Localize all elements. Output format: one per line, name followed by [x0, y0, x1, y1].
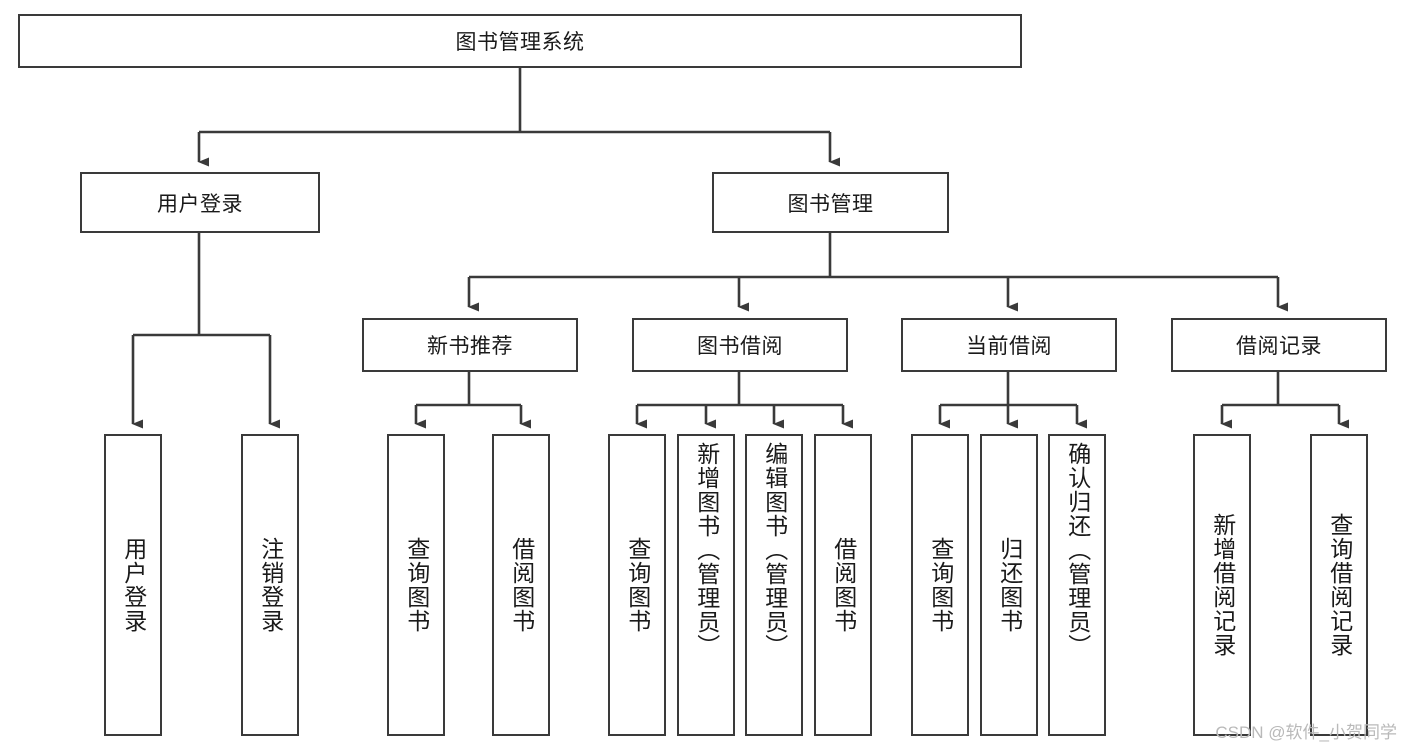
leaf-borrow-book-1[interactable]: 借阅图书: [492, 434, 550, 736]
node-book-management-label: 图书管理: [787, 192, 874, 216]
leaf-edit-book-label: 编辑图书（管理员）: [761, 442, 788, 658]
leaf-query-book-3[interactable]: 查询图书: [911, 434, 969, 736]
leaf-query-record[interactable]: 查询借阅记录: [1310, 434, 1368, 736]
node-current-borrow[interactable]: 当前借阅: [901, 318, 1117, 372]
leaf-add-record-label: 新增借阅记录: [1209, 513, 1236, 657]
leaf-user-logout[interactable]: 注销登录: [241, 434, 299, 736]
leaf-add-book[interactable]: 新增图书（管理员）: [677, 434, 735, 736]
leaf-query-book-2[interactable]: 查询图书: [608, 434, 666, 736]
leaf-user-login[interactable]: 用户登录: [104, 434, 162, 736]
node-book-borrow-label: 图书借阅: [697, 335, 783, 358]
leaf-query-record-label: 查询借阅记录: [1326, 513, 1353, 657]
leaf-return-book[interactable]: 归还图书: [980, 434, 1038, 736]
node-new-book-recommend-label: 新书推荐: [427, 335, 513, 358]
node-current-borrow-label: 当前借阅: [966, 335, 1052, 358]
leaf-user-logout-label: 注销登录: [257, 537, 284, 633]
node-borrow-record[interactable]: 借阅记录: [1171, 318, 1387, 372]
node-new-book-recommend[interactable]: 新书推荐: [362, 318, 578, 372]
watermark: CSDN @软件_小贺同学: [1215, 723, 1397, 742]
node-user-login[interactable]: 用户登录: [80, 172, 320, 233]
node-root-label: 图书管理系统: [455, 31, 585, 54]
node-book-borrow[interactable]: 图书借阅: [632, 318, 848, 372]
leaf-add-book-label: 新增图书（管理员）: [693, 442, 720, 658]
node-book-management[interactable]: 图书管理: [712, 172, 949, 233]
leaf-borrow-book-2-label: 借阅图书: [830, 537, 857, 633]
leaf-add-record[interactable]: 新增借阅记录: [1193, 434, 1251, 736]
leaf-query-book-3-label: 查询图书: [927, 537, 954, 633]
node-user-login-label: 用户登录: [157, 192, 243, 216]
leaf-query-book-1-label: 查询图书: [403, 537, 430, 633]
node-root[interactable]: 图书管理系统: [18, 14, 1022, 68]
leaf-confirm-return[interactable]: 确认归还（管理员）: [1048, 434, 1106, 736]
leaf-user-login-label: 用户登录: [120, 537, 147, 633]
leaf-borrow-book-2[interactable]: 借阅图书: [814, 434, 872, 736]
leaf-edit-book[interactable]: 编辑图书（管理员）: [745, 434, 803, 736]
node-borrow-record-label: 借阅记录: [1236, 335, 1322, 358]
leaf-borrow-book-1-label: 借阅图书: [508, 537, 535, 633]
leaf-confirm-return-label: 确认归还（管理员）: [1064, 442, 1091, 658]
leaf-query-book-2-label: 查询图书: [624, 537, 651, 633]
leaf-query-book-1[interactable]: 查询图书: [387, 434, 445, 736]
leaf-return-book-label: 归还图书: [996, 537, 1023, 633]
